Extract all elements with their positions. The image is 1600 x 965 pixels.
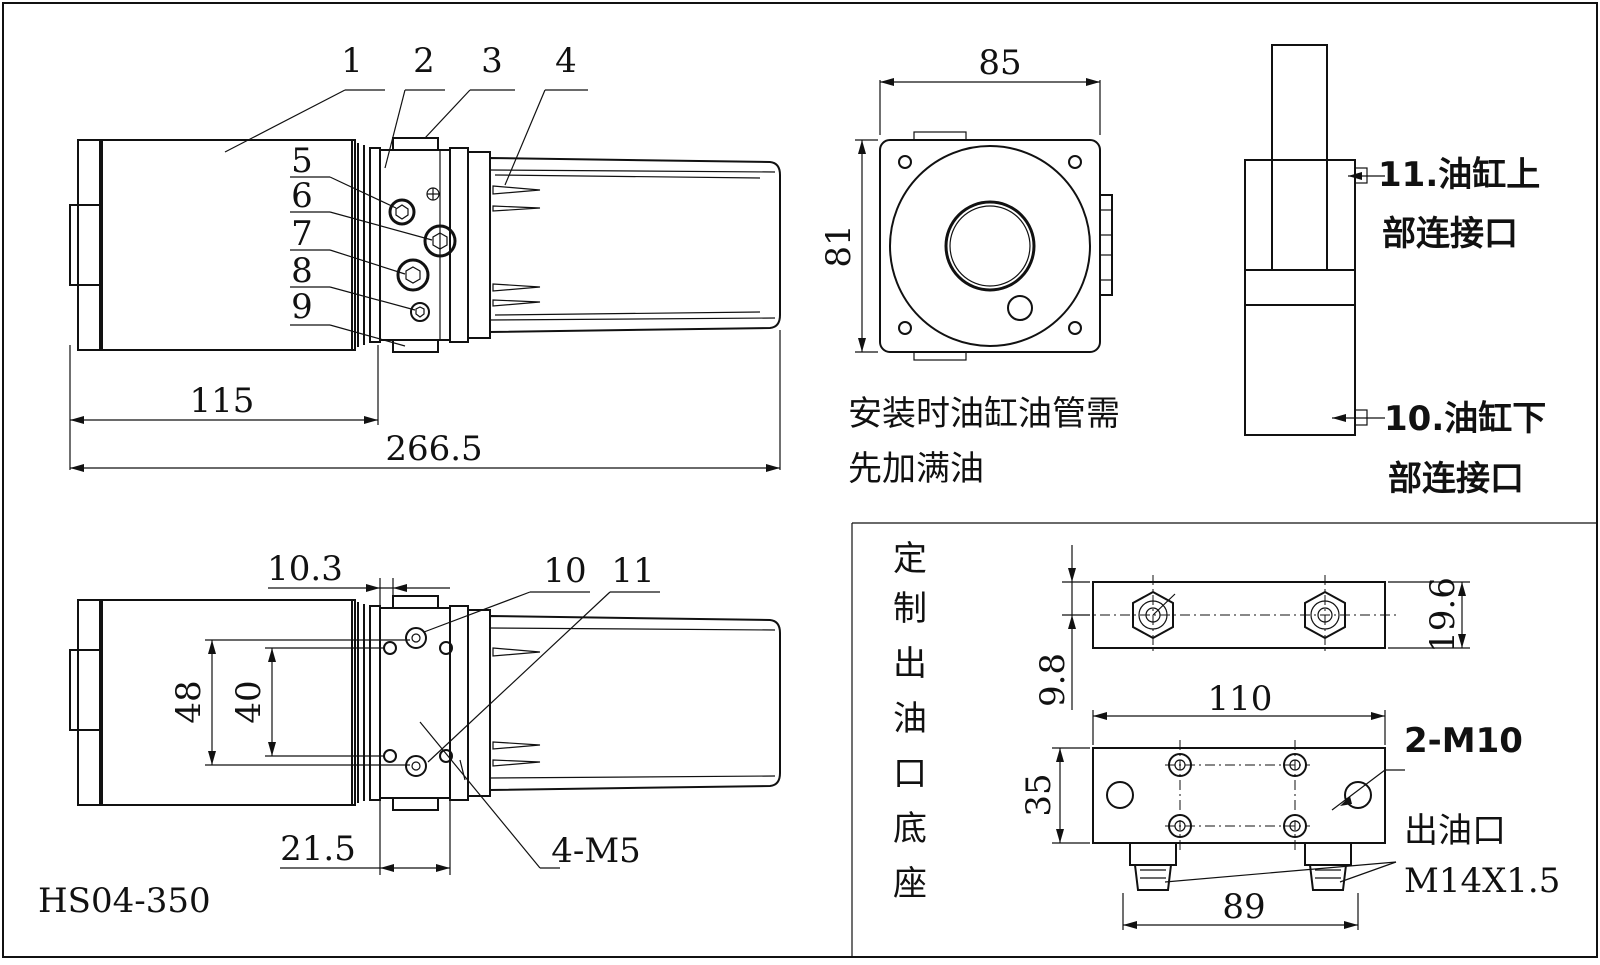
port10-line1: 10.油缸下 bbox=[1384, 399, 1546, 439]
dim-89: 89 bbox=[1222, 887, 1265, 927]
thread-2-m10: 2-M10 bbox=[1404, 721, 1523, 761]
base-front-dimensions: 35 89 2-M10 出油口 M14X1.5 bbox=[1019, 721, 1560, 930]
dim-35: 35 bbox=[1019, 773, 1059, 816]
dim-9-8: 9.8 bbox=[1033, 653, 1073, 707]
part-leaders-top bbox=[224, 89, 588, 347]
part-2: 2 bbox=[413, 41, 435, 81]
dim-81: 81 bbox=[819, 224, 859, 267]
part-7: 7 bbox=[291, 214, 313, 254]
part-number-labels: 1 2 3 4 5 6 7 8 9 bbox=[291, 41, 577, 327]
base-top-dimensions: 19.6 9.8 bbox=[1033, 545, 1470, 710]
part-1: 1 bbox=[341, 41, 363, 81]
base-top-view bbox=[1080, 575, 1400, 655]
motor-body bbox=[99, 139, 356, 351]
dim-10-3: 10.3 bbox=[267, 549, 343, 589]
base-title-2: 出 bbox=[893, 644, 927, 684]
base-title-vertical: 定 制 出 油 口 底 座 bbox=[893, 539, 927, 904]
end-view bbox=[879, 131, 1113, 361]
part-5: 5 bbox=[291, 141, 313, 181]
dim-110: 110 bbox=[1208, 679, 1273, 719]
part-8: 8 bbox=[291, 251, 313, 291]
thread-m14: M14X1.5 bbox=[1404, 861, 1560, 901]
end-flange bbox=[879, 139, 1101, 353]
dim-85: 85 bbox=[978, 43, 1021, 83]
side-view-bottom bbox=[69, 595, 781, 811]
base-title-0: 定 bbox=[893, 539, 927, 579]
bottom-dimensions: 48 40 10.3 21.5 10 11 4-M5 bbox=[169, 549, 660, 875]
custom-base-panel bbox=[851, 522, 1597, 957]
side-view-top bbox=[69, 137, 781, 353]
cylinder-view bbox=[1244, 44, 1385, 436]
outlet-label: 出油口 bbox=[1404, 811, 1506, 851]
model-number: HS04-350 bbox=[38, 881, 211, 921]
port11-line1: 11.油缸上 bbox=[1378, 155, 1540, 195]
part-11: 11 bbox=[611, 551, 654, 591]
base-title-6: 座 bbox=[893, 864, 927, 904]
dim-19-6: 19.6 bbox=[1423, 577, 1463, 653]
part-4: 4 bbox=[555, 41, 577, 81]
base-title-4: 口 bbox=[893, 754, 927, 794]
dim-266-5: 266.5 bbox=[385, 429, 482, 469]
dim-40: 40 bbox=[229, 680, 269, 723]
base-front-view: 110 bbox=[1092, 679, 1386, 891]
install-note-line1: 安装时油缸油管需 bbox=[848, 394, 1120, 434]
dim-115: 115 bbox=[190, 381, 255, 421]
base-title-3: 油 bbox=[893, 699, 927, 739]
port11-line2: 部连接口 bbox=[1382, 214, 1518, 254]
base-title-1: 制 bbox=[893, 589, 927, 629]
port10-line2: 部连接口 bbox=[1388, 459, 1524, 499]
base-title-5: 底 bbox=[893, 809, 927, 849]
part-9: 9 bbox=[291, 287, 313, 327]
thread-4-m5: 4-M5 bbox=[551, 831, 641, 871]
reservoir-tank bbox=[489, 156, 781, 334]
dim-21-5: 21.5 bbox=[280, 829, 356, 869]
install-note-line2: 先加满油 bbox=[848, 449, 984, 489]
end-view-dimensions: 85 81 bbox=[819, 43, 1101, 353]
dim-48: 48 bbox=[169, 680, 209, 723]
install-note: 安装时油缸油管需 先加满油 bbox=[848, 394, 1120, 489]
length-dimensions: 115 266.5 bbox=[69, 330, 781, 472]
part-3: 3 bbox=[481, 41, 503, 81]
port-notes: 11.油缸上 部连接口 10.油缸下 部连接口 bbox=[1378, 155, 1546, 499]
part-6: 6 bbox=[291, 176, 313, 216]
part-10: 10 bbox=[543, 551, 586, 591]
